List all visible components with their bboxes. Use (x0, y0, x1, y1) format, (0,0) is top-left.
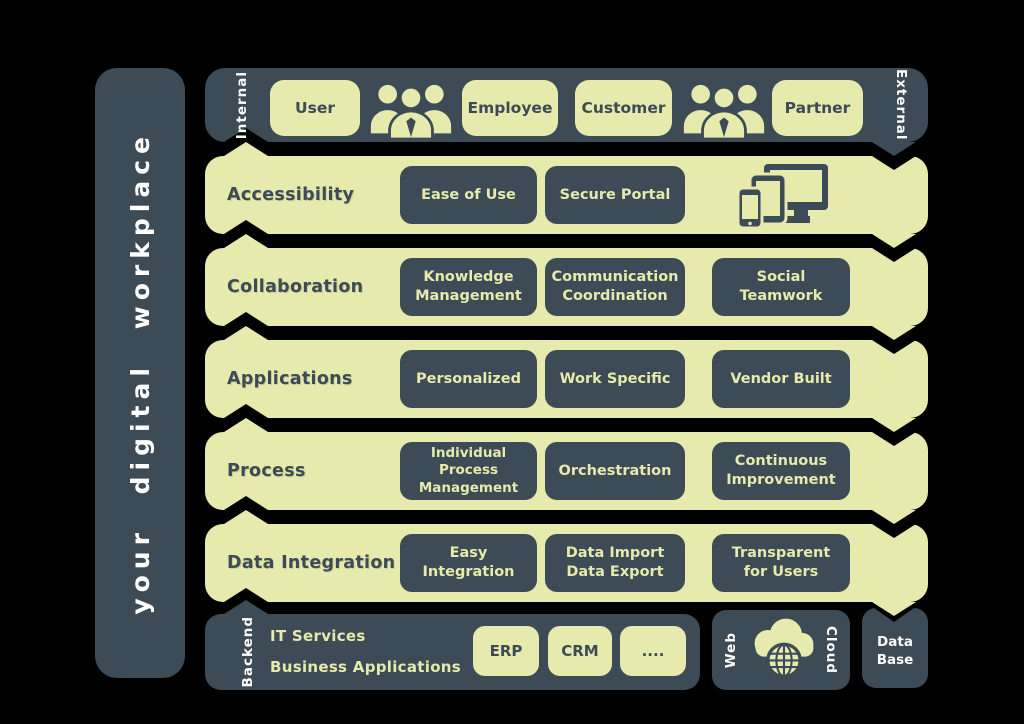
chevron-connector (872, 524, 916, 538)
external-label: External (893, 69, 909, 141)
collaboration-row: Collaboration Knowledge Management Commu… (205, 234, 928, 340)
data-integration-row: Data Integration Easy Integration Data I… (205, 510, 928, 616)
partner-box: Partner (772, 80, 863, 136)
chevron-connector (872, 142, 916, 156)
more-systems-box: .... (620, 626, 686, 676)
user-box: User (270, 80, 360, 136)
sidebar-title-bar: your digital workplace (95, 68, 185, 678)
continuous-improvement-box: Continuous Improvement (712, 442, 850, 500)
individual-process-management-box: Individual Process Management (400, 442, 537, 500)
cloud-globe-icon (754, 618, 814, 679)
chevron-connector (224, 326, 268, 340)
chevron-connector (872, 510, 916, 524)
chevron-connector (872, 248, 916, 262)
chevron-connector (872, 432, 916, 446)
work-specific-box: Work Specific (545, 350, 685, 408)
users-group-icon (370, 84, 452, 139)
customer-box: Customer (575, 80, 672, 136)
it-services-label: IT Services (270, 627, 366, 645)
row-label: Collaboration (227, 277, 364, 297)
social-teamwork-box: Social Teamwork (712, 258, 850, 316)
personalized-box: Personalized (400, 350, 537, 408)
database-box: Data Base (862, 608, 928, 688)
chevron-connector (224, 418, 268, 432)
secure-portal-box: Secure Portal (545, 166, 685, 224)
vendor-built-box: Vendor Built (712, 350, 850, 408)
users-group-icon (683, 84, 765, 139)
data-import-export-box: Data Import Data Export (545, 534, 685, 592)
row-label: Accessibility (227, 185, 355, 205)
orchestration-box: Orchestration (545, 442, 685, 500)
web-label: Web (723, 631, 739, 669)
chevron-connector (872, 234, 916, 248)
accessibility-row: Accessibility Ease of Use Secure Portal (205, 142, 928, 248)
chevron-connector (224, 142, 268, 156)
sidebar-title: your digital workplace (125, 131, 155, 615)
row-label: Data Integration (227, 553, 396, 573)
chevron-connector (224, 510, 268, 524)
actors-band: Internal User Employee Customer (205, 68, 928, 156)
ease-of-use-box: Ease of Use (400, 166, 537, 224)
chevron-connector (224, 234, 268, 248)
row-label: Process (227, 461, 306, 481)
row-label: Applications (227, 369, 353, 389)
crm-box: CRM (548, 626, 612, 676)
business-applications-label: Business Applications (270, 658, 462, 676)
chevron-connector (872, 326, 916, 340)
easy-integration-box: Easy Integration (400, 534, 537, 592)
chevron-connector (872, 156, 916, 170)
chevron-connector (872, 340, 916, 354)
backend-band: Backend IT Services Business Application… (205, 600, 700, 690)
cloud-label: Cloud (823, 625, 839, 675)
applications-row: Applications Personalized Work Specific … (205, 326, 928, 432)
transparent-for-users-box: Transparent for Users (712, 534, 850, 592)
chevron-connector (872, 418, 916, 432)
web-cloud-box: Web Cloud (712, 610, 850, 690)
backend-label: Backend (240, 616, 256, 688)
internal-label: Internal (234, 70, 250, 140)
erp-box: ERP (473, 626, 539, 676)
chevron-connector (224, 600, 268, 614)
process-row: Process Individual Process Management Or… (205, 418, 928, 524)
devices-icon (738, 164, 828, 228)
communication-coordination-box: Communication Coordination (545, 258, 685, 316)
database-label: Data Base (876, 633, 914, 668)
knowledge-management-box: Knowledge Management (400, 258, 537, 316)
employee-box: Employee (462, 80, 558, 136)
